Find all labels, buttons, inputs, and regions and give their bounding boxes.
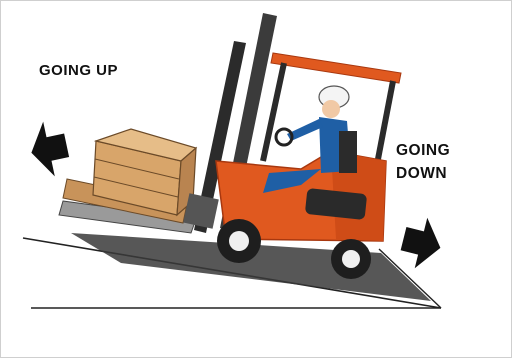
roof	[271, 53, 401, 83]
right-pointing-arrow-icon	[397, 213, 446, 273]
load-pallet	[59, 129, 196, 233]
going-down-label: GOING DOWN	[396, 139, 450, 185]
going-up-label: GOING UP	[39, 62, 118, 79]
driver-face	[322, 100, 340, 118]
going-down-label-line2: DOWN	[396, 162, 450, 185]
carriage	[183, 193, 219, 229]
going-down-label-line1: GOING	[396, 139, 450, 162]
rear-wheel-hub	[342, 250, 360, 268]
seat	[339, 131, 357, 173]
left-pointing-arrow-icon	[26, 118, 73, 180]
guard-post-front	[263, 63, 284, 161]
front-wheel-hub	[229, 231, 249, 251]
